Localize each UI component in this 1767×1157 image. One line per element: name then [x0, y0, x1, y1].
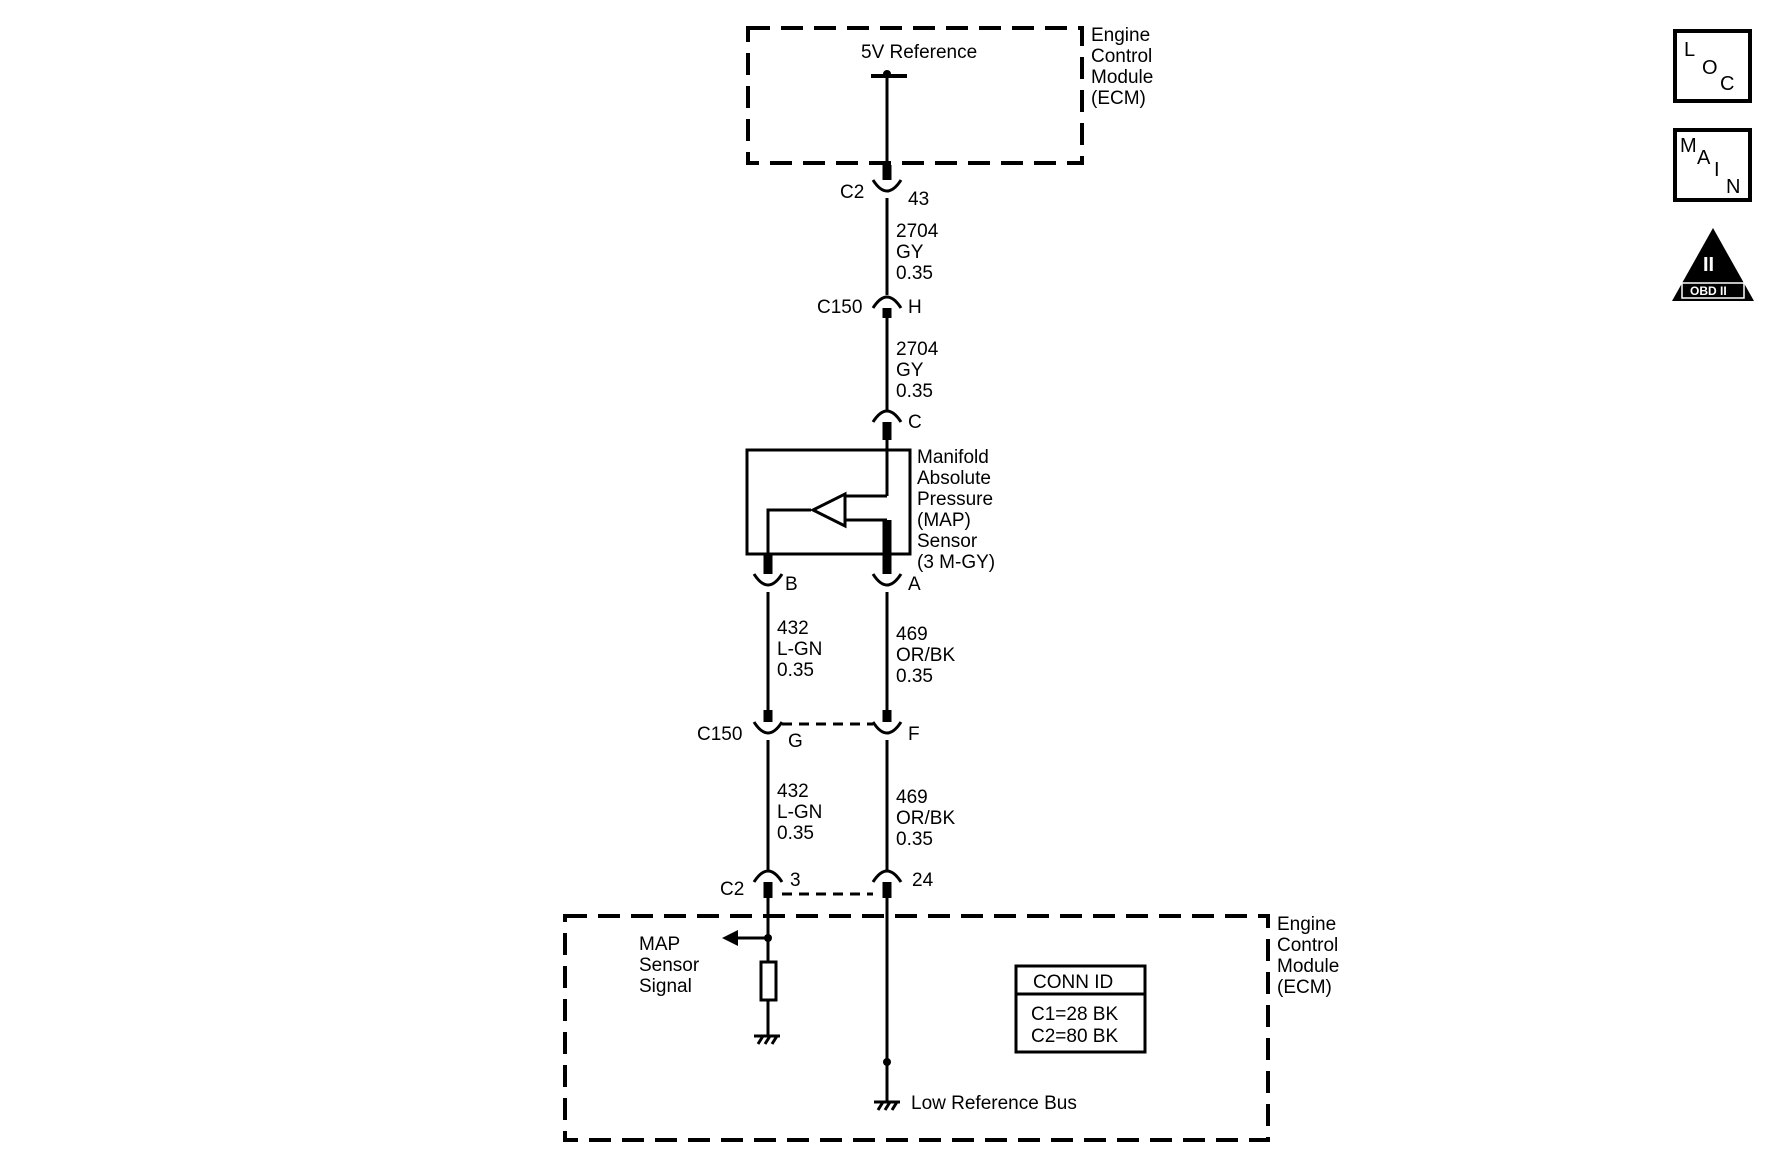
svg-text:432: 432 — [777, 781, 809, 802]
svg-text:MAP: MAP — [639, 934, 680, 955]
obd-ii-icon[interactable]: II OBD II — [1672, 228, 1754, 301]
c2-top-name: C2 — [840, 182, 864, 203]
svg-text:O: O — [1702, 57, 1718, 79]
svg-text:Engine: Engine — [1277, 914, 1336, 935]
map-a-connector — [871, 573, 903, 587]
c150-top-name: C150 — [817, 297, 862, 318]
map-b-connector — [752, 573, 784, 587]
svg-text:469: 469 — [896, 624, 928, 645]
map-sensor-box — [745, 448, 912, 556]
svg-text:Pressure: Pressure — [917, 489, 993, 510]
ecm-top-box — [746, 26, 1084, 165]
svg-text:(ECM): (ECM) — [1277, 977, 1332, 998]
c150-f-connector — [871, 721, 903, 735]
c150-mid-pin-f: F — [908, 724, 920, 745]
wire-label-1: 2704 GY 0.35 — [896, 221, 939, 284]
svg-text:M: M — [1680, 135, 1697, 157]
svg-text:432: 432 — [777, 618, 809, 639]
svg-text:0.35: 0.35 — [777, 660, 814, 681]
conn-id-title: CONN ID — [1033, 972, 1113, 993]
svg-text:Manifold: Manifold — [917, 447, 989, 468]
c150-mid-pin-g: G — [788, 731, 803, 752]
c2-bottom-pin-3: 3 — [790, 870, 801, 891]
svg-text:469: 469 — [896, 787, 928, 808]
wire-label-6: 469 OR/BK 0.35 — [896, 787, 955, 850]
svg-text:0.35: 0.35 — [896, 263, 933, 284]
low-ref-junction-dot — [883, 1058, 891, 1066]
svg-text:GY: GY — [896, 242, 924, 263]
svg-text:0.35: 0.35 — [896, 381, 933, 402]
map-c-connector — [871, 409, 903, 423]
c2-bottom-name: C2 — [720, 879, 744, 900]
conn-id-table: CONN ID C1=28 BK C2=80 BK — [1014, 964, 1147, 1054]
svg-text:(MAP): (MAP) — [917, 510, 971, 531]
svg-text:N: N — [1726, 176, 1740, 198]
low-ref-label: Low Reference Bus — [911, 1093, 1077, 1114]
wire-label-3: 432 L-GN 0.35 — [777, 618, 822, 681]
c2-top-43-connector — [871, 179, 903, 193]
svg-text:2704: 2704 — [896, 339, 939, 360]
svg-text:OR/BK: OR/BK — [896, 645, 955, 666]
c2-bottom-3-connector — [752, 869, 784, 883]
svg-text:0.35: 0.35 — [896, 829, 933, 850]
svg-text:I: I — [1714, 159, 1720, 181]
svg-text:L-GN: L-GN — [777, 639, 822, 660]
svg-text:OBD II: OBD II — [1690, 284, 1727, 298]
svg-text:Sensor: Sensor — [917, 531, 978, 552]
conn-id-row: C2=80 BK — [1031, 1026, 1118, 1047]
svg-text:Module: Module — [1277, 956, 1339, 977]
c150-h-connector — [871, 295, 903, 309]
ecm-bottom-box — [563, 914, 1270, 1142]
svg-text:0.35: 0.35 — [777, 823, 814, 844]
svg-text:Control: Control — [1277, 935, 1338, 956]
c2-bottom-pin-24: 24 — [912, 870, 934, 891]
c150-top-pin: H — [908, 297, 922, 318]
c2-top-pin: 43 — [908, 189, 929, 210]
svg-text:2704: 2704 — [896, 221, 939, 242]
svg-text:C: C — [1720, 73, 1734, 95]
map-signal-label: MAP Sensor Signal — [639, 934, 700, 997]
wire-label-2: 2704 GY 0.35 — [896, 339, 939, 402]
svg-text:Engine: Engine — [1091, 25, 1150, 46]
svg-text:L-GN: L-GN — [777, 802, 822, 823]
ecm-top-name: Engine Control Module (ECM) — [1091, 25, 1153, 109]
c150-g-connector — [752, 721, 784, 735]
svg-text:(3 M-GY): (3 M-GY) — [917, 552, 995, 573]
main-icon[interactable]: M A I N — [1673, 128, 1752, 202]
c150-mid-name: C150 — [697, 724, 742, 745]
map-sensor-internal-wire — [766, 508, 811, 553]
svg-text:Signal: Signal — [639, 976, 692, 997]
svg-text:Module: Module — [1091, 67, 1153, 88]
svg-text:0.35: 0.35 — [896, 666, 933, 687]
c2-bottom-24-connector — [871, 869, 903, 883]
svg-text:Sensor: Sensor — [639, 955, 700, 976]
ground-icon-low-ref — [874, 1100, 900, 1111]
wire-label-4: 469 OR/BK 0.35 — [896, 624, 955, 687]
map-sensor-amplifier-icon — [809, 491, 847, 529]
svg-text:GY: GY — [896, 360, 924, 381]
wire-label-5: 432 L-GN 0.35 — [777, 781, 822, 844]
svg-text:A: A — [1697, 147, 1711, 169]
resistor-icon — [759, 960, 778, 1002]
map-b-pin: B — [785, 574, 798, 595]
svg-text:Control: Control — [1091, 46, 1152, 67]
ground-icon-signal — [754, 1034, 780, 1045]
ecm-top-ref-label: 5V Reference — [861, 42, 977, 63]
svg-text:OR/BK: OR/BK — [896, 808, 955, 829]
map-c-pin: C — [908, 412, 922, 433]
svg-text:Absolute: Absolute — [917, 468, 991, 489]
loc-icon[interactable]: L O C — [1673, 29, 1752, 103]
map-sensor-label: Manifold Absolute Pressure (MAP) Sensor … — [917, 447, 995, 573]
svg-text:(ECM): (ECM) — [1091, 88, 1146, 109]
ecm-bottom-name: Engine Control Module (ECM) — [1277, 914, 1339, 998]
svg-text:II: II — [1703, 254, 1714, 276]
signal-arrow-icon — [722, 930, 738, 946]
svg-text:L: L — [1684, 39, 1695, 61]
map-a-pin: A — [908, 574, 921, 595]
conn-id-row: C1=28 BK — [1031, 1004, 1118, 1025]
